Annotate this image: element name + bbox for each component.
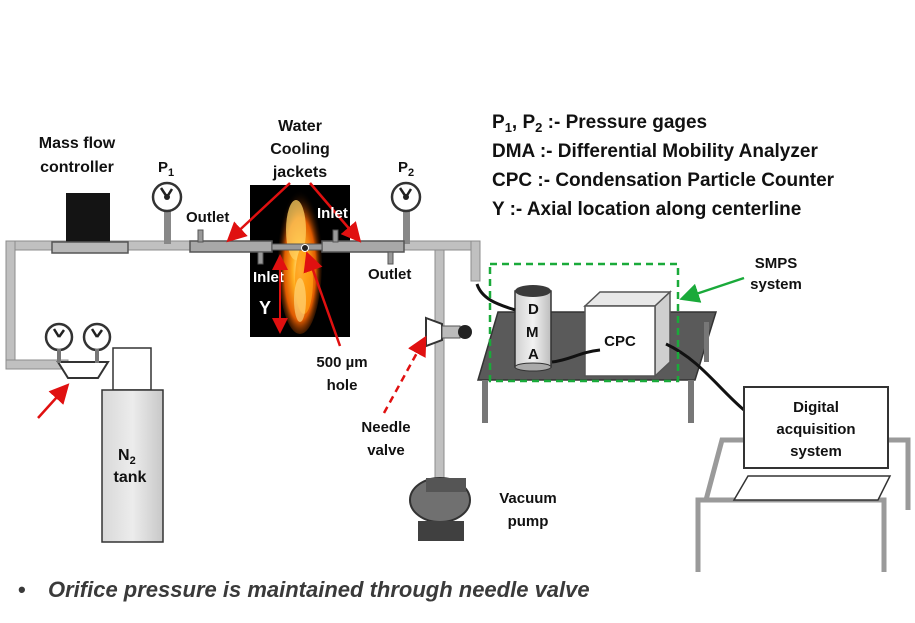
needle-valve-arrow [382, 335, 427, 414]
dma-cpc-tube [551, 348, 601, 364]
dma-a: A [528, 346, 539, 363]
note-text: Orifice pressure is maintained through n… [48, 577, 590, 602]
note-bullet: • [18, 577, 26, 602]
n2-label: N2 [118, 447, 136, 467]
legend-dma: DMA :- Differential Mobility Analyzer [492, 141, 818, 162]
legend-y: Y :- Axial location along centerline [492, 199, 801, 220]
inlet-left-label: Inlet [253, 269, 284, 286]
n2-tank [101, 347, 164, 543]
hole-label-2: hole [327, 377, 358, 394]
daq-label-1: Digital [793, 399, 839, 416]
smps-boundary [488, 262, 680, 383]
mass-flow-label-2: controller [40, 159, 114, 176]
hole-label-1: 500 µm [316, 354, 367, 371]
tank-label: tank [114, 469, 147, 486]
pressure-gauge-p2 [390, 181, 422, 244]
daq-label-3: system [790, 443, 842, 460]
water-label-3: jackets [272, 164, 327, 181]
dma-column [514, 285, 552, 372]
outlet-right-label: Outlet [368, 266, 411, 283]
arrow-jacket-right [309, 182, 362, 243]
n2-regulator [44, 322, 112, 379]
dma-inlet-tube [475, 283, 516, 312]
p1-label: P1 [158, 159, 174, 179]
mass-flow-label-1: Mass flow [39, 135, 116, 152]
smps-arrow [679, 276, 745, 303]
regulator-arrow [37, 383, 70, 419]
outlet-left-label: Outlet [186, 209, 229, 226]
mass-flow-controller [51, 193, 129, 254]
water-label-2: Cooling [270, 141, 330, 158]
vacuum-pump [409, 477, 471, 541]
legend-cpc: CPC :- Condensation Particle Counter [492, 170, 835, 191]
dma-m: M [526, 324, 539, 341]
p2-label: P2 [398, 159, 414, 179]
computer-desk [695, 386, 911, 572]
legend-pressure: P1, P2 :- Pressure gages [492, 112, 707, 135]
pressure-gauge-p1 [151, 181, 183, 244]
needle-label-1: Needle [361, 419, 410, 436]
legend: P1, P2 :- Pressure gages DMA :- Differen… [492, 112, 835, 220]
water-label-1: Water [278, 118, 322, 135]
cooling-jackets [189, 229, 405, 265]
cpc-label: CPC [604, 333, 636, 350]
vacuum-label-1: Vacuum [499, 490, 557, 507]
smps-label-2: system [750, 276, 802, 293]
needle-valve [425, 316, 472, 348]
daq-label-2: acquisition [776, 421, 855, 438]
cpc-box [583, 290, 672, 378]
needle-label-2: valve [367, 442, 405, 459]
inlet-top-label: Inlet [317, 205, 348, 222]
hole-arrow [303, 251, 342, 347]
dma-d: D [528, 301, 539, 318]
y-axis-label: Y [259, 298, 271, 318]
arrow-jacket-left [226, 182, 291, 243]
vacuum-label-2: pump [508, 513, 549, 530]
smps-label-1: SMPS [755, 255, 798, 272]
cpc-daq-cable [665, 342, 745, 412]
